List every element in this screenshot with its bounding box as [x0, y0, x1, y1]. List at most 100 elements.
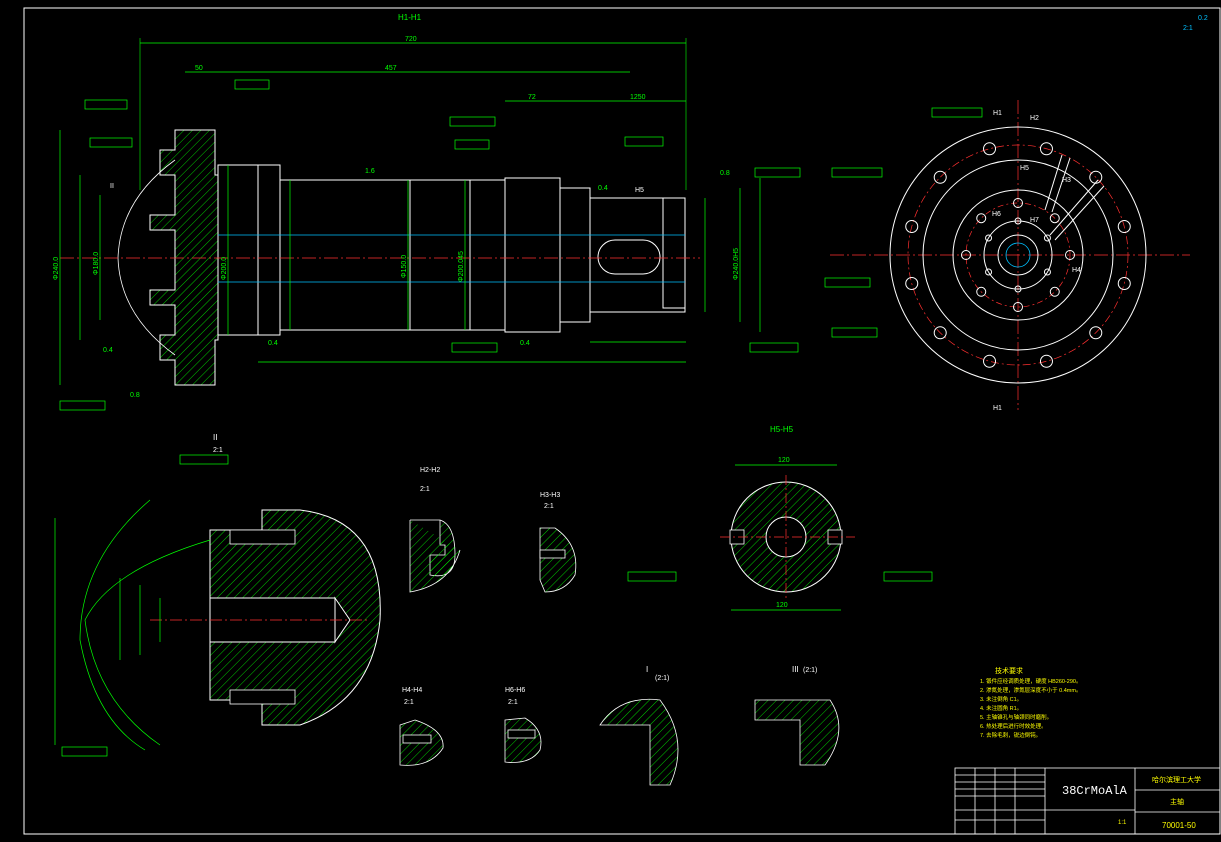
end-mark-h5: H5 [1020, 165, 1029, 172]
notes-heading: 技术要求 [995, 666, 1023, 675]
outer-bolt-hole [983, 354, 997, 368]
outer-bolt-hole [905, 220, 919, 234]
inner-bolt-hole [1013, 302, 1023, 312]
outer-bolt-hole [1039, 142, 1053, 156]
roughness-6: 0.4 [598, 185, 608, 192]
center-bolt-hole [985, 268, 993, 276]
bolt-holes [905, 142, 1131, 368]
dim-step-b: 1250 [630, 94, 646, 101]
technical-notes: 技术要求 1. 锻件应经调质处理，硬度 HB260-290。 2. 渗氮处理，渗… [980, 666, 1081, 739]
section-h5: H5-H5 120 120 [627, 425, 933, 611]
end-mark-h6: H6 [992, 211, 1001, 218]
inner-bolt-hole [1065, 250, 1075, 260]
inner-bolt-hole [976, 213, 987, 224]
inner-bolt-hole [976, 286, 987, 297]
section-h6: H6-H6 2:1 [504, 687, 542, 763]
notes-line-1: 1. 锻件应经调质处理，硬度 HB260-290。 [980, 677, 1081, 685]
outer-bolt-hole [933, 170, 947, 184]
section-mark-h5: H5 [635, 187, 644, 194]
section-h3-title: H3-H3 [540, 492, 560, 499]
outer-bolt-hole [905, 276, 919, 290]
center-bolt-hole [1043, 234, 1051, 242]
section-h2-title: H2-H2 [420, 467, 440, 474]
roughness-4: 0.8 [130, 392, 140, 399]
roughness-3: 0.4 [520, 340, 530, 347]
dim-step-a: 72 [528, 94, 536, 101]
detail-iii-title: III [792, 665, 799, 674]
outer-bolt-hole [1117, 276, 1131, 290]
section-h4-title: H4-H4 [402, 687, 422, 694]
inner-bolt-hole [1049, 213, 1060, 224]
inner-bolt-hole [1013, 198, 1023, 208]
dia-label-4: Φ150.0 [401, 255, 408, 278]
flange-section [149, 129, 219, 386]
detail-mark-ii: II [110, 183, 114, 190]
section-h5-title: H5-H5 [770, 425, 794, 434]
detail-i-scale: (2:1) [655, 675, 669, 682]
drawing-border [23, 7, 1221, 835]
outer-bolt-hole [1089, 326, 1103, 340]
main-view: H1-H1 720 50 457 72 1250 [53, 13, 801, 411]
main-view-title: H1-H1 [398, 13, 422, 22]
section-h2-scale: 2:1 [420, 486, 430, 493]
center-bolt-hole [1014, 217, 1022, 225]
outer-bolt-hole [983, 142, 997, 156]
section-h6-title: H6-H6 [505, 687, 525, 694]
detail-ii: II 2:1 [54, 433, 381, 757]
outer-bolt-hole [1117, 220, 1131, 234]
dia-label-2: Φ180.0 [93, 252, 100, 275]
roughness-1: 0.4 [103, 347, 113, 354]
outer-bolt-hole [1039, 354, 1053, 368]
detail-ii-title: II [213, 433, 217, 442]
outer-bolt-hole [933, 326, 947, 340]
section-h5-top-dim: 120 [778, 457, 790, 464]
center-bolt-hole [1014, 285, 1022, 293]
end-mark-h1-bottom: H1 [993, 405, 1002, 412]
section-h4: H4-H4 2:1 [399, 687, 444, 766]
section-h3-scale: 2:1 [544, 503, 554, 510]
detail-i-title: I [646, 665, 648, 674]
section-h3: H3-H3 2:1 [539, 492, 577, 593]
title-block [954, 767, 1221, 835]
notes-line-5: 5. 主轴锥孔与轴颈同时磨削。 [980, 713, 1052, 721]
shaft-outline [217, 164, 686, 336]
title-drawing-no: 70001-50 [1162, 821, 1196, 830]
section-h4-scale: 2:1 [404, 699, 414, 706]
section-h2: H2-H2 2:1 [409, 467, 461, 593]
inner-bolt-hole [961, 250, 971, 260]
notes-line-3: 3. 未注倒角 C1。 [980, 695, 1022, 703]
corner-sub: 2:1 [1183, 25, 1193, 32]
inner-bolt-hole [1049, 286, 1060, 297]
notes-line-7: 7. 去除毛刺，锐边倒钝。 [980, 731, 1041, 739]
end-mark-h2: H2 [1030, 115, 1039, 122]
corner-note: 0.2 [1198, 15, 1208, 22]
title-scale: 1:1 [1118, 820, 1127, 826]
end-view: H1 H2 H3 H4 H5 H6 H7 H1 0.2 2:1 [824, 15, 1208, 412]
dia-label-1: Φ240.0 [53, 257, 60, 280]
dim-overall-length: 720 [405, 36, 417, 43]
dim-body-length: 457 [385, 65, 397, 72]
end-mark-h1-top: H1 [993, 110, 1002, 117]
center-bolt-hole [1043, 268, 1051, 276]
keyway-slot [597, 239, 661, 275]
detail-i: I (2:1) [599, 665, 679, 786]
title-part-name: 主轴 [1170, 797, 1184, 806]
bore-hidden-lines [218, 234, 685, 283]
section-h5-bottom-dim: 120 [776, 602, 788, 609]
end-mark-h4: H4 [1072, 267, 1081, 274]
dia-label-3: Φ200.0 [221, 257, 228, 280]
roughness-7: 0.8 [720, 170, 730, 177]
notes-line-2: 2. 渗氮处理，渗氮层深度不小于 0.4mm。 [980, 686, 1081, 694]
dia-label-6: Φ240.0H5 [733, 248, 740, 280]
notes-line-6: 6. 热处理后进行时效处理。 [980, 722, 1047, 730]
end-mark-h7: H7 [1030, 217, 1039, 224]
detail-iii: III (2:1) [754, 665, 840, 766]
center-bolt-hole [985, 234, 993, 242]
title-org: 哈尔滨理工大学 [1152, 775, 1201, 784]
tolerance-frames [59, 79, 801, 411]
detail-ii-scale: 2:1 [213, 447, 223, 454]
section-h6-scale: 2:1 [508, 699, 518, 706]
end-mark-h3: H3 [1062, 177, 1071, 184]
